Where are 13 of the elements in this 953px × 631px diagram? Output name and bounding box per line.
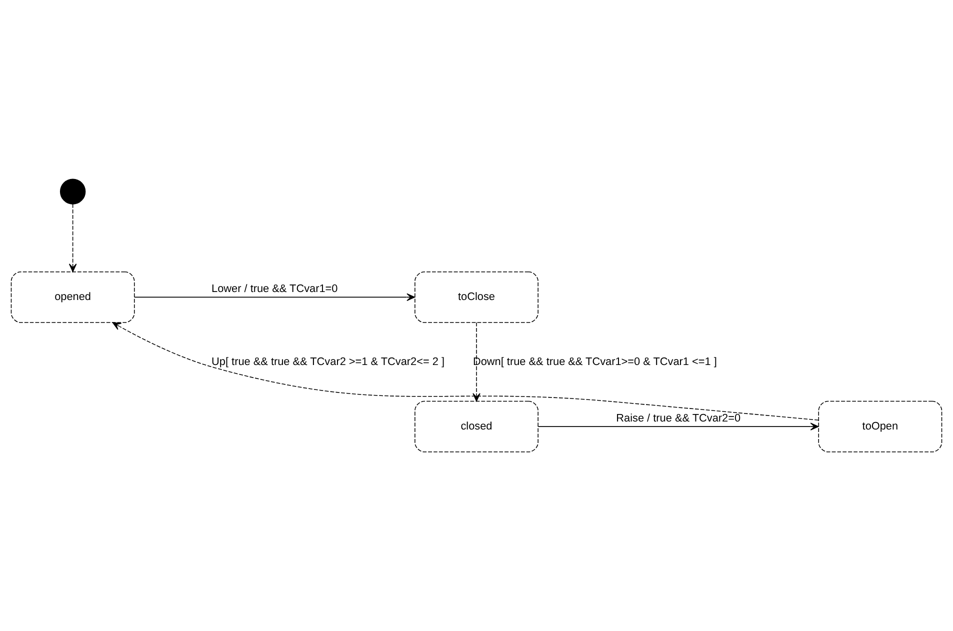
edge-label: Down[ true && true && TCvar1>=0 & TCvar1 <=1 ] — [473, 356, 717, 368]
node-box: toOpen — [818, 400, 942, 452]
arrow — [134, 293, 416, 302]
arrow — [68, 204, 77, 272]
node-circle — [60, 178, 86, 204]
arrow — [538, 422, 819, 430]
arrow — [112, 322, 819, 420]
node-box: closed — [414, 400, 538, 452]
node-box: opened — [10, 271, 135, 323]
edge-label: Up[ true && true && TCvar2 >=1 & TCvar2<= 2 ] — [212, 356, 445, 368]
edge-label: Lower / true && TCvar1=0 — [212, 282, 338, 295]
edge-label: Raise / true && TCvar2=0 — [616, 412, 741, 424]
node-box: toClose — [414, 271, 538, 323]
